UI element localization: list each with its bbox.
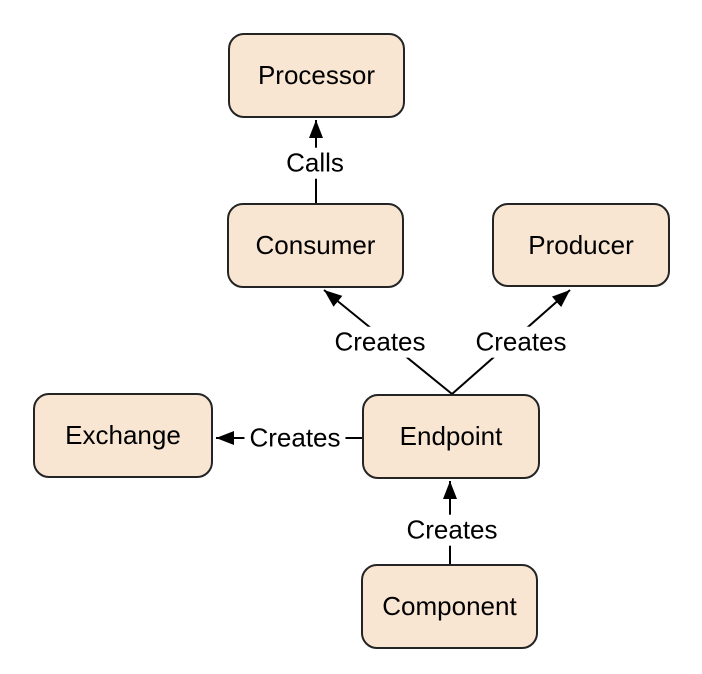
node-endpoint-label: Endpoint [399,421,503,451]
node-endpoint: Endpoint [362,394,540,479]
node-processor-label: Processor [257,60,376,90]
node-exchange-label: Exchange [65,420,181,450]
node-component-label: Component [382,591,517,621]
node-processor: Processor [228,33,405,118]
edge-label-calls-consumer-processor: Calls [281,147,349,179]
edge-label-creates-endpoint-producer: Creates [470,326,572,358]
edge-label-creates-component-endpoint: Creates [401,514,503,546]
edge-label-creates-endpoint-exchange: Creates [244,422,346,454]
edge-label-creates-endpoint-consumer: Creates [329,326,431,358]
node-component: Component [361,564,538,649]
node-consumer: Consumer [227,203,404,288]
node-exchange: Exchange [33,393,213,478]
node-producer-label: Producer [528,229,634,260]
node-producer: Producer [492,203,670,287]
node-consumer-label: Consumer [255,230,376,260]
